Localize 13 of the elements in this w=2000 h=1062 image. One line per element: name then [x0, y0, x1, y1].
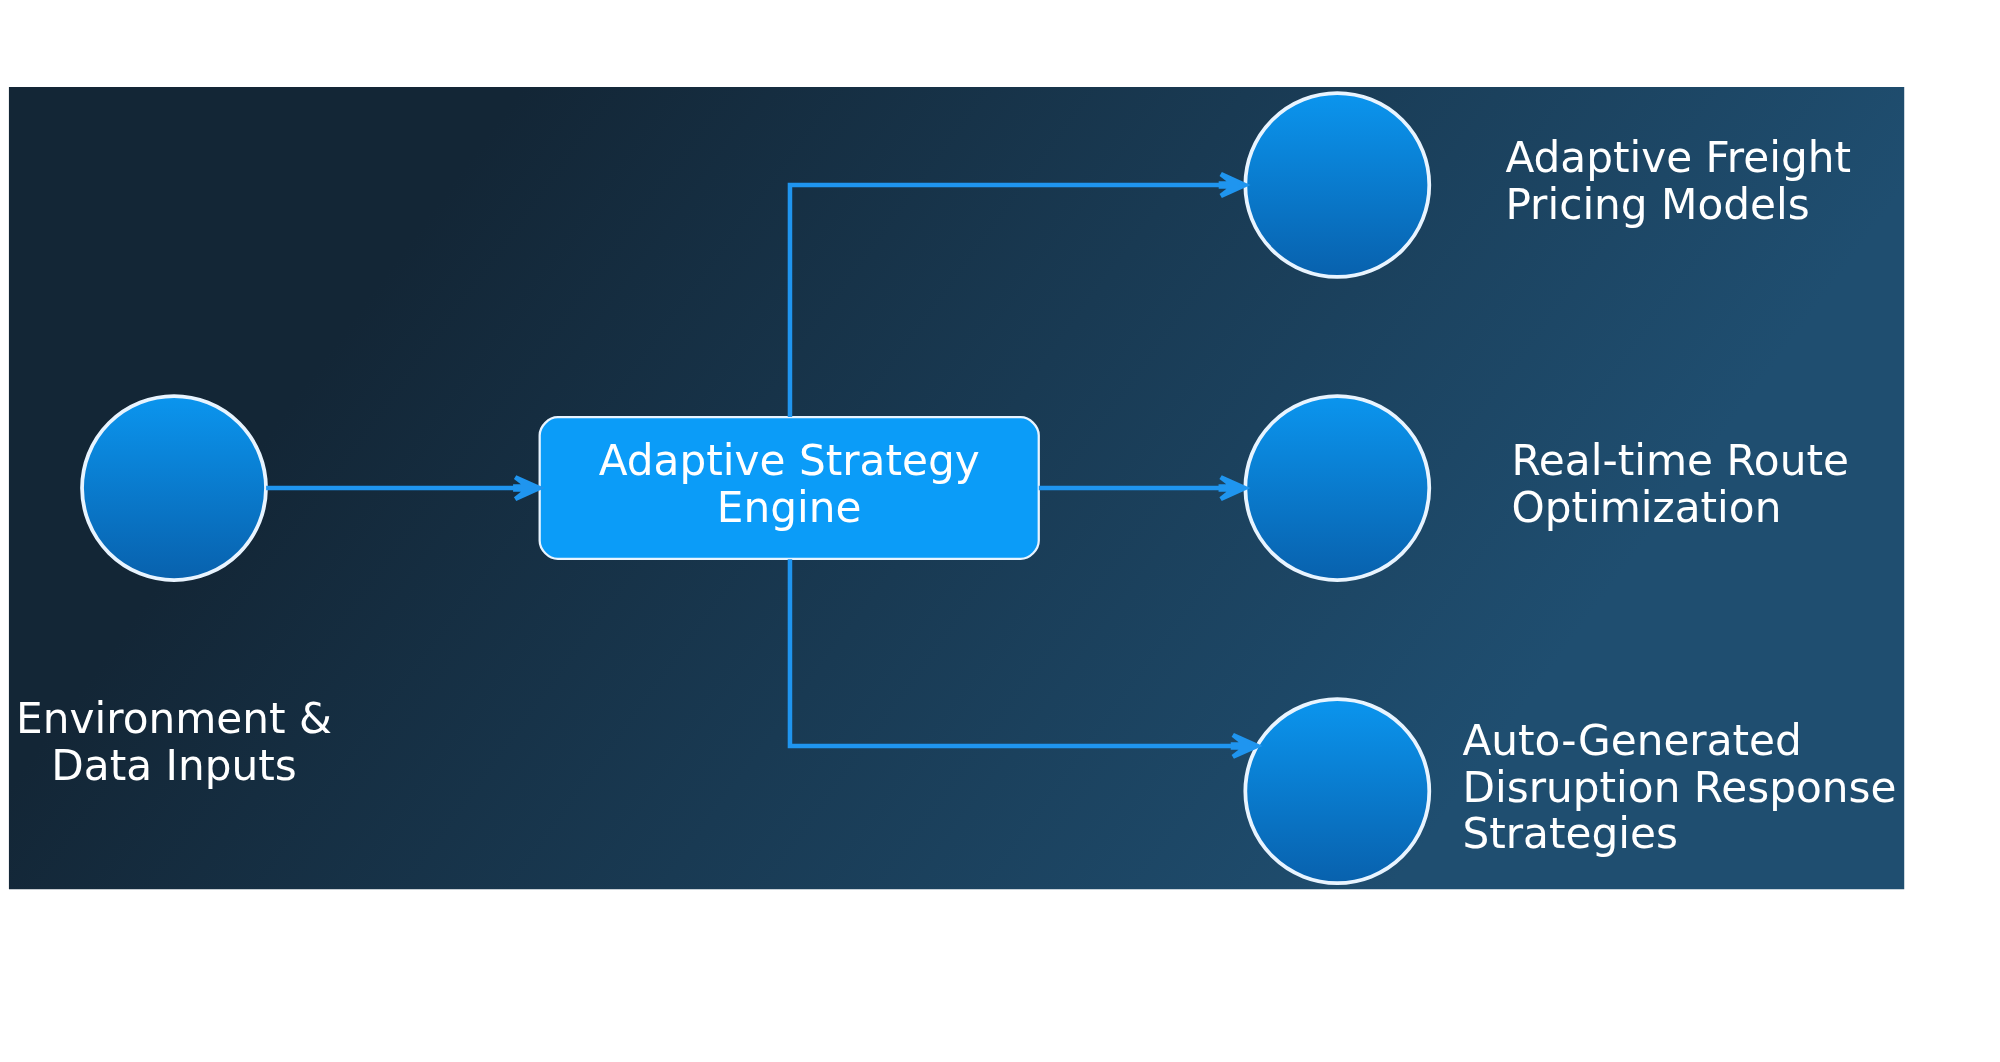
node-box: Adaptive Strategy Engine	[538, 415, 1040, 560]
node-label: Environment & Data Inputs	[16, 693, 332, 790]
node-circle	[80, 393, 268, 582]
arrow	[787, 558, 1260, 759]
node-circle	[1243, 393, 1432, 582]
node-label: Real-time Route Optimization	[1511, 435, 1849, 532]
node-label: Adaptive Freight Pricing Models	[1505, 132, 1852, 229]
arrow	[1038, 474, 1248, 501]
arrow	[787, 171, 1248, 417]
arrow	[266, 474, 542, 501]
node-circle	[1243, 696, 1432, 885]
node-label: Auto-Generated Disruption Response Strategies	[1462, 715, 1897, 858]
node-circle	[1243, 90, 1432, 279]
